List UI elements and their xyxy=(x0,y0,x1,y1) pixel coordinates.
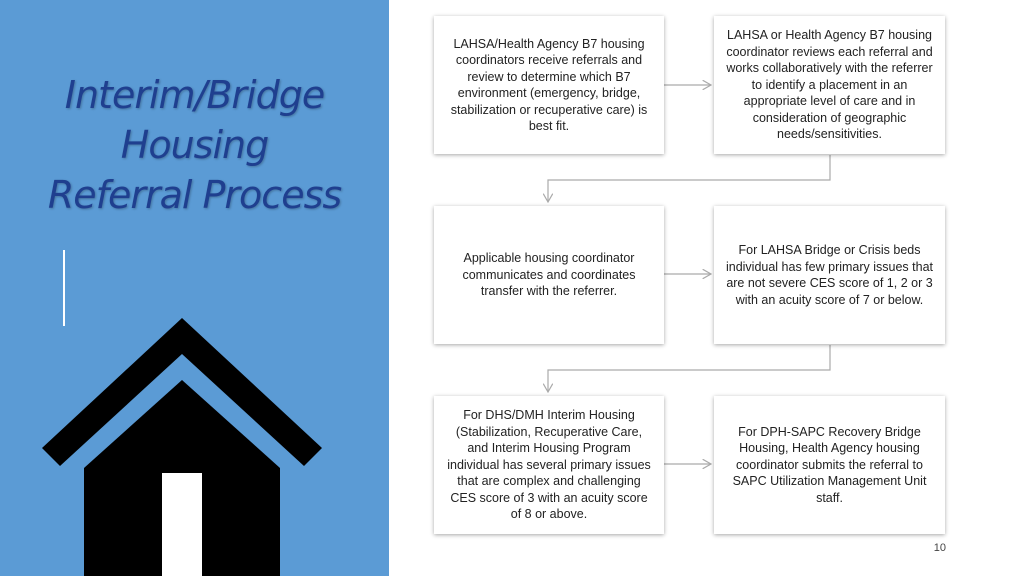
arrow-step4-to-step5 xyxy=(548,345,831,392)
step-2-box: LAHSA or Health Agency B7 housing coordi… xyxy=(714,16,945,154)
house-icon xyxy=(42,318,322,576)
slide-title: Interim/Bridge Housing Referral Process xyxy=(0,70,389,220)
step-6-box: For DPH-SAPC Recovery Bridge Housing, He… xyxy=(714,396,945,534)
page-number: 10 xyxy=(933,542,946,554)
step-3-box: Applicable housing coordinator communica… xyxy=(434,206,664,344)
vertical-divider xyxy=(63,250,65,326)
title-line-2: Housing xyxy=(120,123,269,167)
house-door xyxy=(162,473,202,576)
house-roof xyxy=(42,318,322,466)
step-4-box: For LAHSA Bridge or Crisis beds individu… xyxy=(714,206,945,344)
title-line-3: Referral Process xyxy=(47,173,342,217)
title-line-1: Interim/Bridge xyxy=(64,73,325,117)
step-1-box: LAHSA/Health Agency B7 housing coordinat… xyxy=(434,16,664,154)
step-5-box: For DHS/DMH Interim Housing (Stabilizati… xyxy=(434,396,664,534)
arrow-step2-to-step3 xyxy=(548,155,831,202)
